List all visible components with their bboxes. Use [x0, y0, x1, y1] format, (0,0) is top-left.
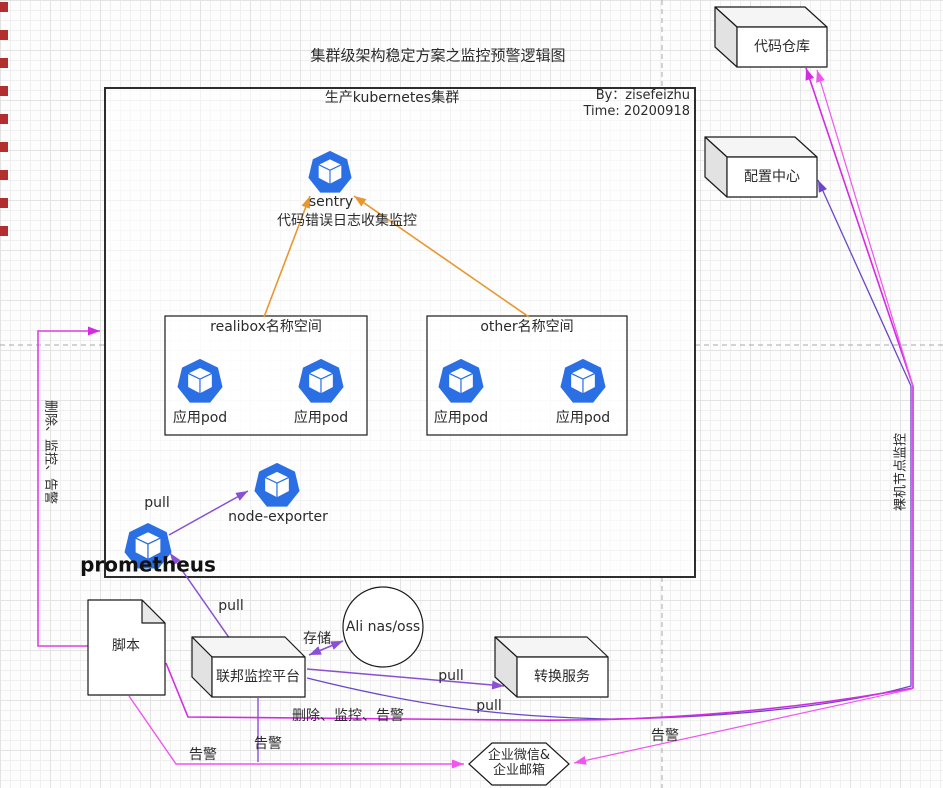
- left-edge-red-mark: [0, 58, 8, 68]
- arrow-other-to-sentry: [353, 195, 530, 318]
- diagram-title: 集群级架构稳定方案之监控预警逻辑图: [310, 46, 566, 65]
- federation-label: 联邦监控平台: [216, 668, 300, 685]
- edge-label-alert-federation: 告警: [254, 735, 282, 752]
- edge-label-alert-bare-metal: 告警: [651, 727, 679, 744]
- arrow-federation-to-converter: [306, 668, 505, 690]
- namespace-title-other: other名称空间: [480, 318, 574, 335]
- left-edge-red-mark: [0, 226, 8, 236]
- left-edge-red-mark: [0, 170, 8, 180]
- prometheus-label: prometheus: [80, 552, 216, 577]
- notify-label-line1: 企业微信&: [487, 748, 551, 764]
- edge-label-pull-prometheus: pull: [218, 597, 244, 614]
- left-edge-red-mark: [0, 142, 8, 152]
- arrow-federation-storage: [308, 640, 344, 656]
- left-edge-red-mark: [0, 114, 8, 124]
- app-pod-label: 应用pod: [172, 409, 228, 426]
- edge-label-bare-metal-monitor: 裸机节点监控: [893, 432, 909, 512]
- app-pod-label: 应用pod: [433, 409, 489, 426]
- config-center-label: 配置中心: [744, 168, 800, 185]
- edge-label-alert-script: 告警: [189, 746, 217, 763]
- script-label: 脚本: [112, 637, 140, 654]
- notify-label-line2: 企业邮箱: [492, 763, 546, 778]
- sentry-description: 代码错误日志收集监控: [277, 212, 417, 229]
- converter-label: 转换服务: [534, 668, 590, 685]
- arrow-script-actions-to-code-repo: [165, 67, 914, 722]
- converter-box: [494, 636, 609, 698]
- edge-label-pull-node-exporter: pull: [144, 494, 170, 511]
- byline-block: By：zisefeizhu Time: 20200918: [584, 88, 691, 121]
- cluster-title: 生产kubernetes集群: [324, 89, 460, 106]
- script-doc: [87, 599, 166, 696]
- federation-box: [191, 636, 306, 698]
- arrow-script-to-cluster: [37, 326, 100, 647]
- code-repo-label: 代码仓库: [754, 38, 810, 55]
- left-edge-red-mark: [0, 2, 8, 12]
- ali-nas-oss-label: Ali nas/oss: [345, 618, 421, 635]
- code-repo-box: [714, 6, 828, 68]
- sentry-label: sentry: [308, 193, 354, 210]
- byline-time: Time: 20200918: [583, 104, 691, 120]
- left-edge-red-mark: [0, 30, 8, 40]
- namespace-title-realibox: realibox名称空间: [210, 318, 322, 335]
- arrow-federation-to-prometheus: [169, 552, 231, 640]
- edge-label-pull-bare-metal: pull: [476, 697, 502, 714]
- left-edge-red-mark: [0, 86, 8, 96]
- node-exporter-label: node-exporter: [228, 508, 328, 525]
- edge-label-platform-actions: 删除、监控、告警: [292, 707, 404, 724]
- arrow-alert-to-notify-right: [573, 688, 913, 765]
- byline-author: By：zisefeizhu: [595, 88, 690, 103]
- arrow-thin-to-code-repo: [816, 69, 914, 387]
- left-edge-red-mark: [0, 198, 8, 208]
- ali-nas-oss-circle: [342, 586, 424, 668]
- arrow-alert-to-notify-left: [128, 695, 464, 769]
- app-pod-label: 应用pod: [293, 409, 349, 426]
- config-center-box: [704, 136, 818, 198]
- edge-label-pull-converter: pull: [438, 667, 464, 684]
- notify-hexagon: [468, 742, 570, 786]
- edge-label-script-actions-vertical: 删除、监控、告警: [42, 399, 58, 505]
- arrow-prometheus-to-node-exporter: [168, 490, 249, 536]
- notify-label: 企业微信& 企业邮箱: [487, 748, 551, 779]
- arrow-realibox-to-sentry: [263, 195, 311, 318]
- app-pod-label: 应用pod: [555, 409, 611, 426]
- edge-label-storage: 存储: [303, 630, 331, 647]
